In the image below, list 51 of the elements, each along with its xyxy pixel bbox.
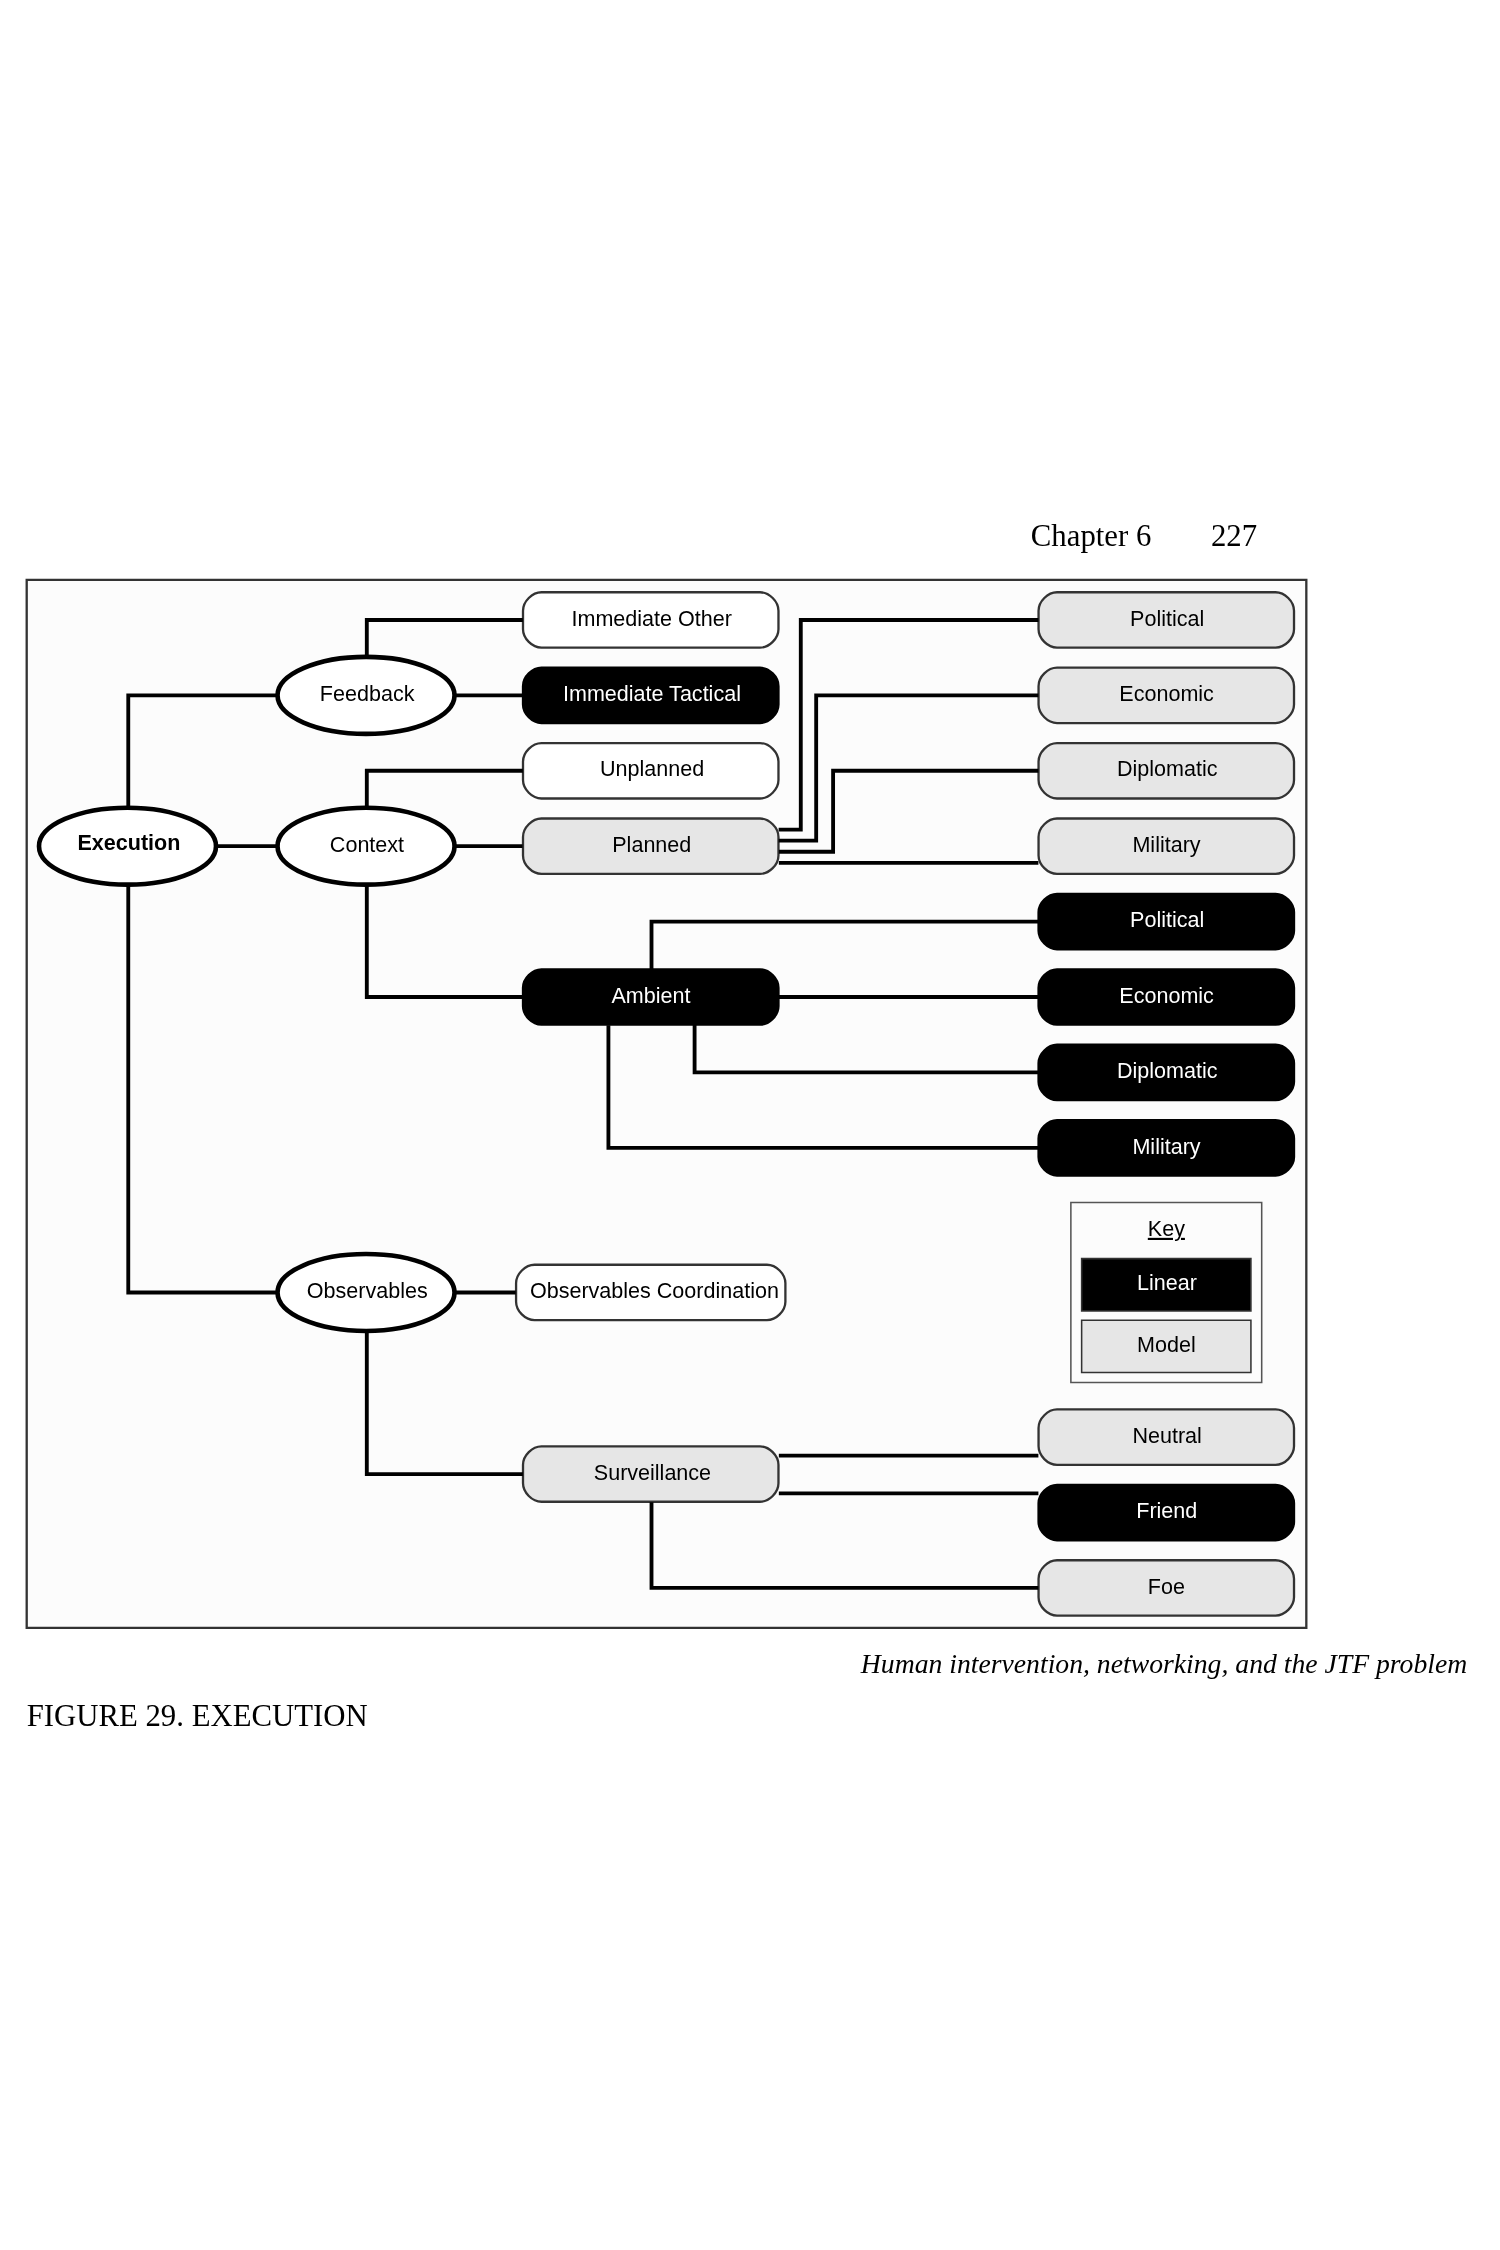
node-box: Political xyxy=(1037,892,1296,950)
label: 227 xyxy=(1210,518,1258,553)
node-box: Surveillance xyxy=(521,1444,780,1503)
caption: FIGURE 29. EXECUTION xyxy=(26,1698,368,1733)
connector xyxy=(692,1024,1038,1074)
label: Key xyxy=(1147,1216,1185,1241)
connector xyxy=(454,1290,516,1294)
connector xyxy=(364,768,523,808)
connector xyxy=(364,1330,523,1476)
node-box: Foe xyxy=(1037,1558,1296,1617)
connector xyxy=(126,884,278,1294)
connector xyxy=(778,994,1039,999)
connector xyxy=(216,843,278,848)
node-box: Planned xyxy=(521,816,780,875)
node-box: Economic xyxy=(1037,967,1296,1026)
connector xyxy=(649,919,1039,969)
node-box: Political xyxy=(1037,590,1296,649)
node-box: Economic xyxy=(1037,666,1296,724)
connector xyxy=(778,692,1039,843)
node-box: Military xyxy=(1037,1118,1296,1177)
connector xyxy=(126,692,278,807)
node-ellipse: Observables xyxy=(275,1251,457,1333)
legend-label: Linear xyxy=(1137,1270,1197,1295)
connector xyxy=(454,843,523,848)
node-box: Immediate Tactical xyxy=(521,666,780,724)
connector xyxy=(454,692,523,697)
label: Chapter 6 xyxy=(1030,518,1152,553)
node-box: Military xyxy=(1037,816,1296,875)
connector xyxy=(649,1501,1039,1590)
connector xyxy=(364,884,523,999)
node-box: Unplanned xyxy=(521,741,780,800)
connector xyxy=(778,1490,1039,1495)
legend-label: Model xyxy=(1137,1332,1196,1357)
node-box: Immediate Other xyxy=(521,590,780,649)
connector xyxy=(778,860,1039,865)
node-ellipse: Context xyxy=(275,804,457,887)
node-box: Ambient xyxy=(521,967,780,1026)
node-box: Diplomatic xyxy=(1037,741,1296,800)
connector xyxy=(364,617,523,657)
connector xyxy=(606,1024,1039,1150)
connector xyxy=(778,1453,1039,1458)
node-box: Friend xyxy=(1037,1483,1296,1541)
connector xyxy=(778,768,1039,854)
label: Human intervention, networking, and the JTF problem xyxy=(860,1647,1468,1679)
connector xyxy=(778,617,1039,831)
node-box: Diplomatic xyxy=(1037,1043,1296,1101)
cluster xyxy=(25,578,1308,1629)
node-ellipse: Feedback xyxy=(275,654,457,736)
node-box: Neutral xyxy=(1037,1407,1296,1466)
node-box: Observables Coordination xyxy=(514,1263,787,1321)
node-ellipse: Execution xyxy=(36,804,219,887)
